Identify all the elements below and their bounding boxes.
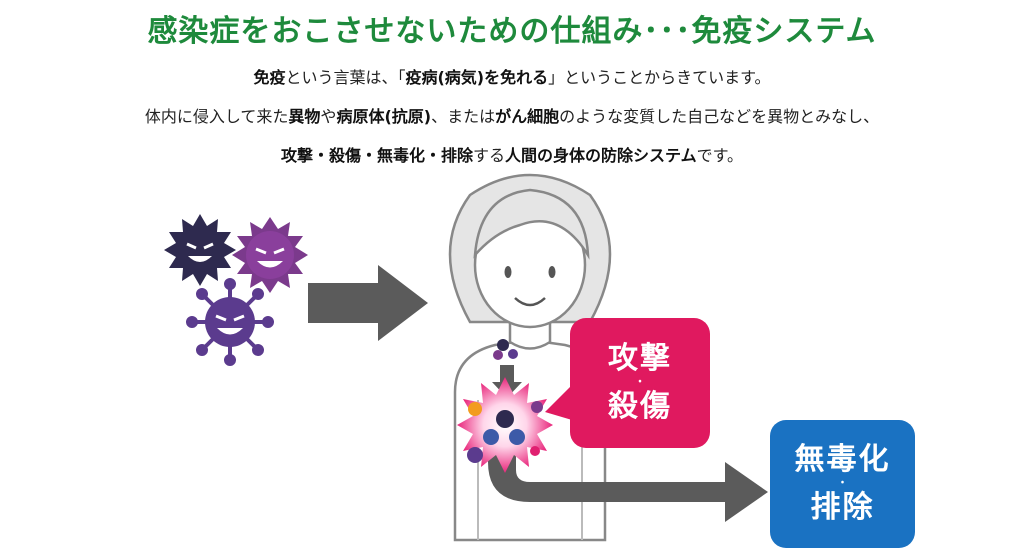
- attack-separator: ・: [635, 377, 645, 388]
- attack-label: 攻撃: [608, 341, 672, 376]
- virus-icon: [186, 278, 274, 366]
- eliminate-label: 排除: [810, 490, 875, 525]
- intro-line-3: 攻撃・殺傷・無毒化・排除する人間の身体の防除システムです。: [0, 146, 1024, 166]
- intro-text-segment: です。: [696, 146, 743, 165]
- intro-text-segment: という言葉は、「: [285, 68, 406, 87]
- arrow-right-icon: [308, 265, 428, 341]
- virus-icon: [164, 214, 236, 286]
- intro-text-segment: 体内に侵入して来た: [144, 107, 289, 126]
- intro-text-segment: 」ということからきています。: [548, 68, 771, 87]
- virus-icon: [493, 339, 518, 360]
- intro-text-segment: 異物: [288, 107, 321, 126]
- intro-text-segment: のような変質した自己などを異物とみなし、: [559, 107, 880, 126]
- neutralize-label: 無毒化: [794, 442, 891, 477]
- arrow-right-icon: [488, 455, 768, 522]
- intro-line-2: 体内に侵入して来た異物や病原体(抗原)、またはがん細胞のような変質した自己などを…: [0, 107, 1024, 127]
- neutralize-separator: ・: [837, 478, 848, 489]
- virus-icon: [232, 217, 308, 293]
- page-title: 感染症をおこさせないための仕組み･･･免疫システム: [147, 14, 877, 49]
- intro-text-segment: する: [473, 146, 506, 165]
- intro-text-segment: 免疫: [253, 68, 286, 87]
- intro-text-segment: 疫病(病気)を免れる: [405, 68, 549, 87]
- intro-text-segment: がん細胞: [495, 107, 560, 126]
- intro-text-segment: 、または: [431, 107, 496, 126]
- attack-kill-box: 攻撃 ・ 殺傷: [570, 318, 710, 448]
- intro-line-1: 免疫という言葉は、「疫病(病気)を免れる」ということからきています。: [0, 68, 1024, 88]
- callout-pointer: [545, 385, 572, 420]
- intro-text-segment: や: [320, 107, 337, 126]
- immune-battle-icon: [457, 377, 553, 473]
- intro-text-segment: 病原体(抗原): [336, 107, 432, 126]
- virus-group: [164, 214, 308, 366]
- kill-label: 殺傷: [608, 389, 672, 424]
- intro-text-segment: 攻撃・殺傷・無毒化・排除: [281, 146, 474, 165]
- intro-text-segment: 人間の身体の防除システム: [505, 146, 697, 165]
- neutralize-eliminate-box: 無毒化 ・ 排除: [770, 420, 915, 548]
